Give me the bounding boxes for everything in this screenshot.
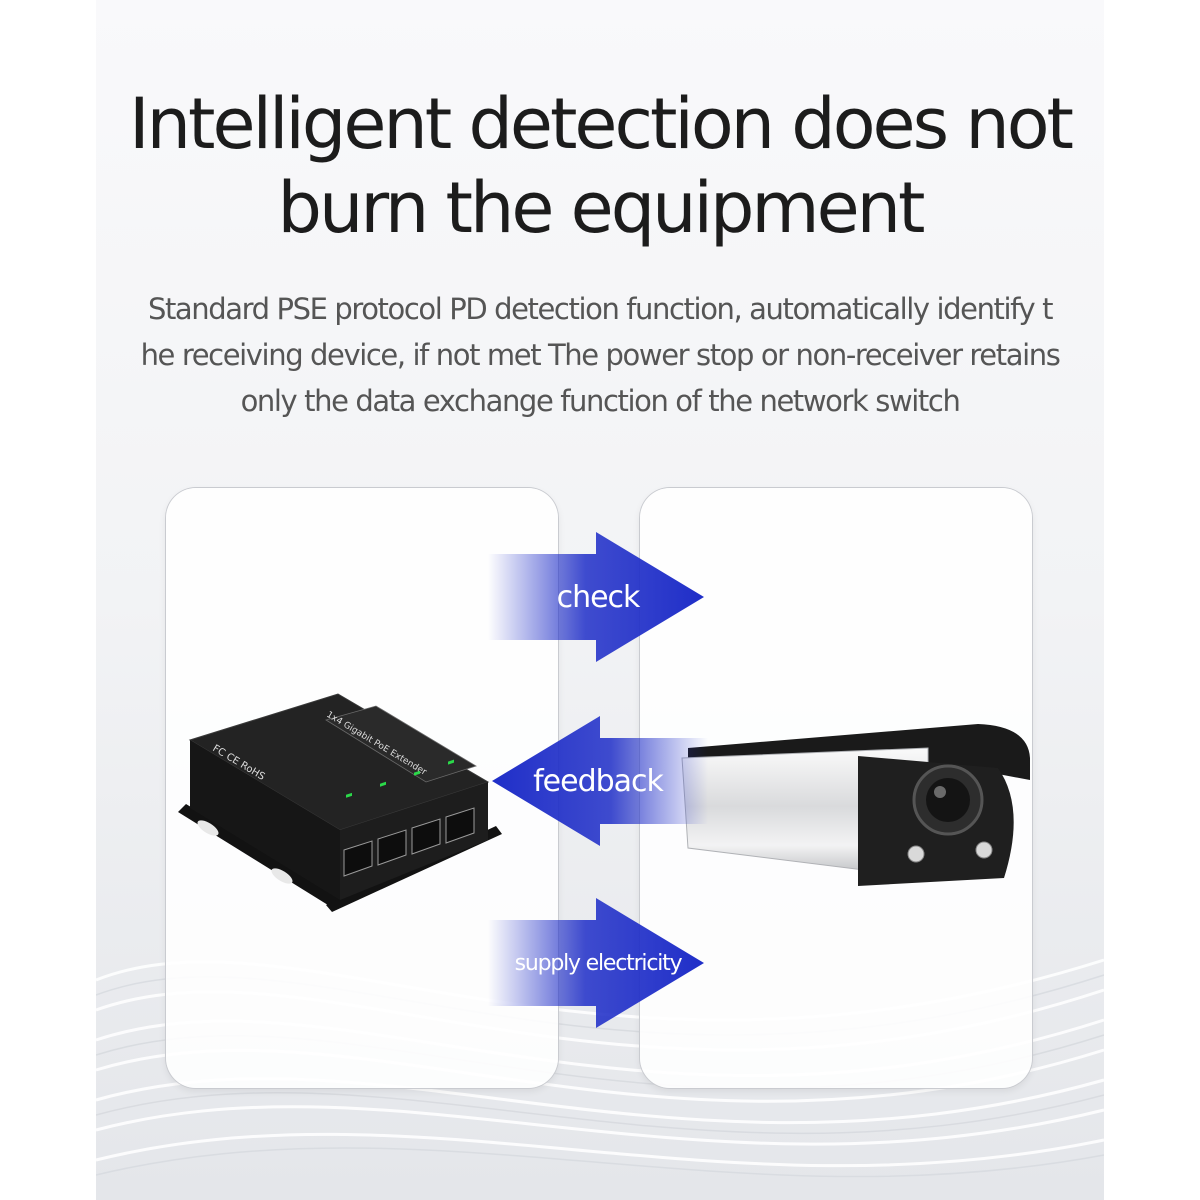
port-led	[414, 770, 420, 776]
arrow-right-icon	[488, 898, 704, 1028]
lens-glint	[934, 786, 946, 798]
feedback-arrow: feedback	[488, 716, 708, 846]
rj45-port	[411, 818, 441, 855]
check-arrow: check	[488, 532, 708, 662]
port-led	[448, 759, 454, 765]
feedback-label: feedback	[533, 763, 664, 799]
rj45-port	[445, 807, 475, 844]
title-line-1: Intelligent detection does not	[129, 83, 1074, 165]
page-title: Intelligent detection does not burn the …	[100, 82, 1100, 250]
lens-glass	[926, 778, 970, 822]
title-line-2: burn the equipment	[277, 167, 926, 249]
poe-switch-image: 1x4 Gigabit PoE Extender FC CE RoHS	[178, 693, 502, 912]
description: Standard PSE protocol PD detection funct…	[120, 286, 1080, 424]
supply-arrow: supply electricity	[488, 898, 708, 1028]
screw-slot	[197, 820, 219, 836]
description-line-1: Standard PSE protocol PD detection funct…	[147, 292, 1054, 326]
arrow-right-icon	[488, 532, 704, 662]
ip-camera-image	[681, 724, 1030, 886]
mounting-ear	[178, 804, 344, 910]
screw-slot	[271, 868, 293, 884]
rj45-port	[343, 840, 373, 877]
arrow-left-icon	[492, 716, 708, 846]
check-label: check	[556, 579, 641, 615]
rj45-port	[377, 829, 407, 866]
description-line-3: only the data exchange function of the n…	[240, 384, 961, 418]
ir-led-icon	[975, 841, 993, 859]
top-label	[325, 705, 477, 783]
supply-label: supply electricity	[514, 950, 683, 976]
left-border	[0, 0, 96, 1200]
rj45-ports	[343, 759, 475, 877]
port-led	[346, 792, 352, 798]
device-side	[190, 740, 340, 900]
ir-led-icon	[907, 845, 925, 863]
right-border	[1104, 0, 1200, 1200]
port-led	[380, 781, 386, 787]
description-line-2: he receiving device, if not met The powe…	[140, 338, 1061, 372]
